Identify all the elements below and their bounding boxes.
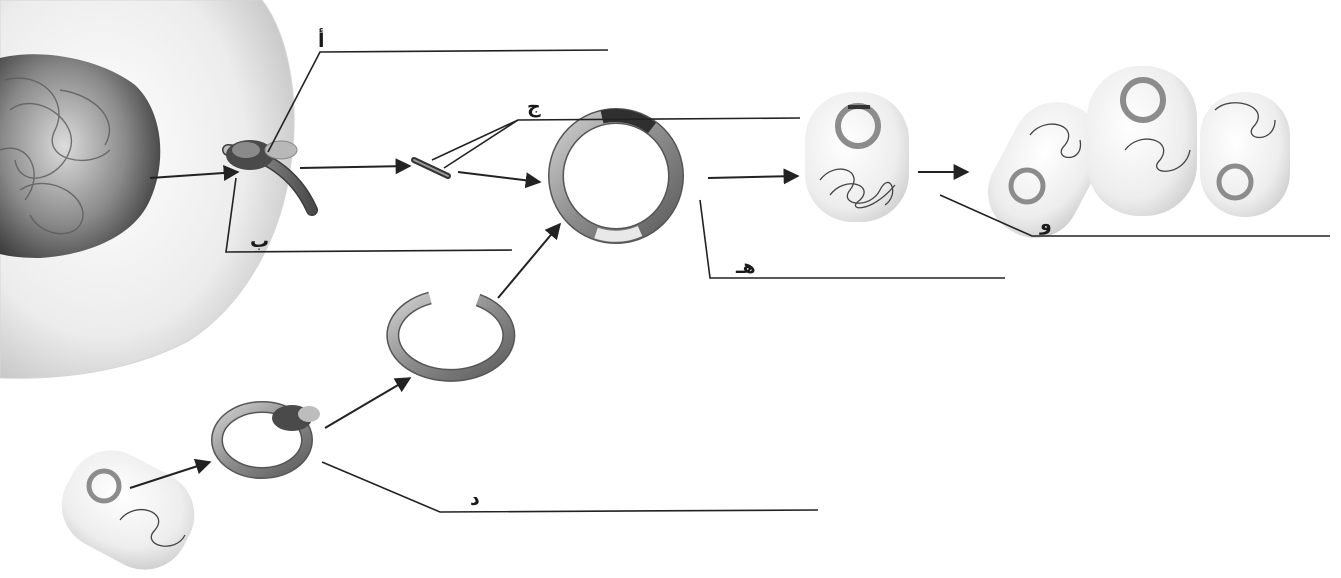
arrow-chromosome-to-fragment [300, 166, 410, 168]
arrow-recombinant-to-bacterium [708, 176, 798, 178]
cloned-bacteria [973, 66, 1290, 253]
human-cell [0, 0, 294, 378]
transformed-bacterium [805, 92, 909, 222]
arrow-fragment-to-recombinant [458, 172, 540, 182]
leader-c2 [444, 120, 518, 168]
arrow-plasmid-to-opened [325, 378, 410, 428]
label-c: ج [527, 98, 541, 117]
label-b: ب [250, 232, 269, 251]
label-e: هـ [736, 258, 756, 277]
arrow-opened-to-recombinant [498, 224, 560, 298]
label-a: أ [318, 32, 325, 51]
plasmid-with-enzyme [217, 405, 320, 473]
label-d: د [470, 490, 480, 509]
leader-d [322, 462, 818, 512]
donor-bacterium [46, 435, 209, 578]
recombinant-plasmid [556, 115, 676, 236]
leader-c [432, 118, 800, 160]
gene-fragment [414, 160, 448, 176]
label-f: و [1040, 215, 1052, 234]
opened-plasmid [393, 298, 509, 375]
leader-a [268, 50, 608, 152]
